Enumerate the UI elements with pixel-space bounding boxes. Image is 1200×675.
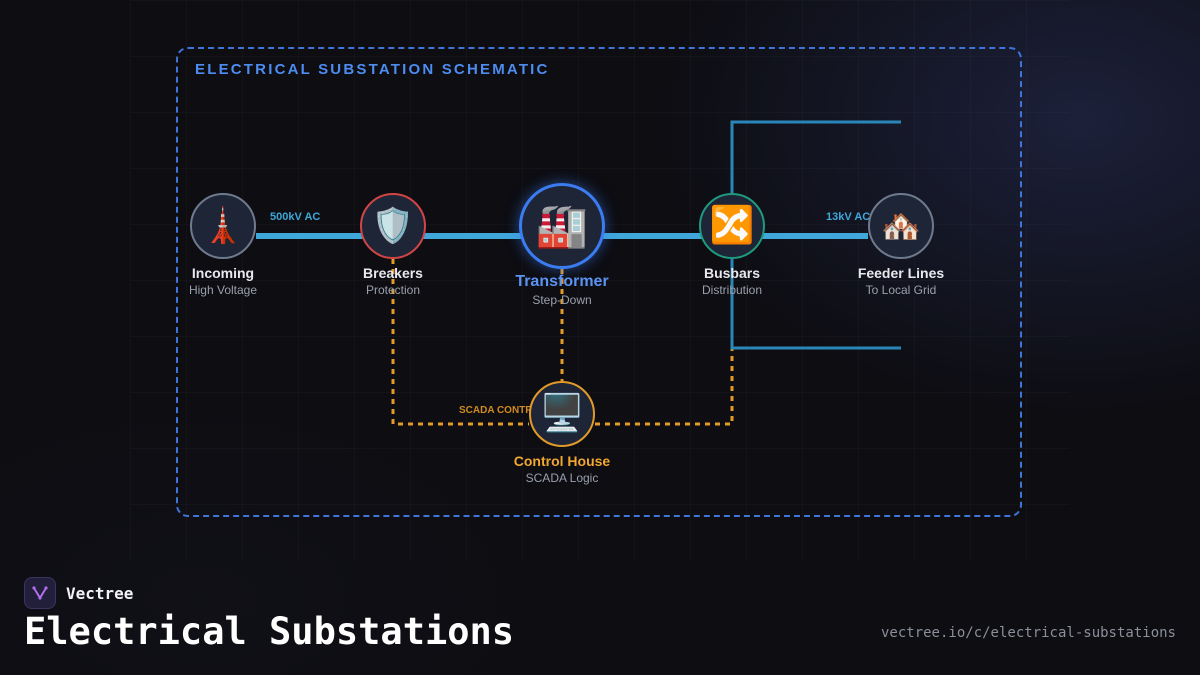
node-breakers: 🛡️ — [360, 193, 426, 259]
factory-icon: 🏭 — [535, 201, 589, 250]
source-url[interactable]: vectree.io/c/electrical-substations — [880, 625, 1176, 641]
busbar-tap-upper — [730, 120, 901, 193]
node-busbars: 🔀 — [699, 193, 765, 259]
schematic-title: ELECTRICAL SUBSTATION SCHEMATIC — [195, 61, 550, 78]
busbar-taps — [730, 120, 901, 350]
node-subtitle: SCADA Logic — [525, 471, 599, 485]
node-title: Feeder Lines — [857, 265, 945, 281]
shield-icon: 🛡️ — [371, 206, 415, 246]
transmission-tower-icon: 🗼 — [201, 206, 245, 246]
node-control-house: 🖥️ — [529, 381, 595, 447]
feeder-voltage-label: 13kV AC — [826, 211, 871, 223]
node-title: Transformer — [515, 273, 609, 290]
node-feeder-lines: 🏘️ — [868, 193, 934, 259]
control-lines — [391, 259, 734, 426]
node-subtitle: High Voltage — [188, 283, 258, 297]
incoming-voltage-label: 500kV AC — [270, 211, 321, 223]
node-title: Incoming — [191, 265, 255, 281]
vectree-logo-icon — [24, 577, 56, 609]
control-line-breakers — [391, 259, 529, 426]
label-control-house: Control House SCADA Logic — [482, 453, 642, 485]
page-headline: Electrical Substations — [24, 610, 515, 653]
shuffle-icon: 🔀 — [709, 205, 755, 246]
busbar-tap-lower — [730, 259, 901, 350]
houses-icon: 🏘️ — [881, 207, 921, 245]
node-title: Breakers — [363, 265, 423, 281]
desktop-computer-icon: 🖥️ — [539, 393, 585, 434]
label-feeder-lines: Feeder Lines To Local Grid — [821, 265, 981, 297]
brand-name: Vectree — [66, 583, 134, 603]
background-grid — [130, 0, 1070, 560]
node-subtitle: To Local Grid — [865, 283, 937, 297]
node-transformer: 🏭 — [519, 183, 605, 269]
label-transformer: Transformer Step-Down — [482, 273, 642, 307]
node-title: Control House — [513, 453, 611, 469]
node-subtitle: Protection — [365, 283, 421, 297]
brand: Vectree — [24, 577, 133, 609]
label-breakers: Breakers Protection — [313, 265, 473, 297]
label-incoming: Incoming High Voltage — [143, 265, 303, 297]
node-title: Busbars — [703, 265, 761, 281]
node-incoming: 🗼 — [190, 193, 256, 259]
schematic-frame — [176, 47, 1022, 517]
scada-signals-label: SCADA CONTROL SIGNALS — [459, 405, 594, 416]
node-subtitle: Distribution — [701, 283, 763, 297]
node-subtitle: Step-Down — [532, 293, 592, 307]
label-busbars: Busbars Distribution — [652, 265, 812, 297]
